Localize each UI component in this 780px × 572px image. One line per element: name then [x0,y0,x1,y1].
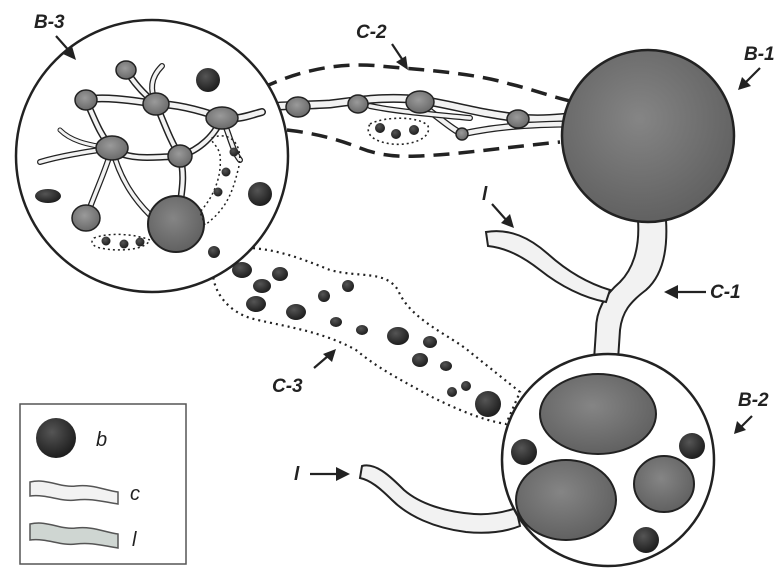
label-c3: C-3 [272,376,303,397]
legend-label-b: b [96,429,107,451]
label-c2: C-2 [356,22,387,43]
legend-swatch-b [36,418,76,458]
label-l-top: l [482,184,488,205]
b1-circle [562,50,734,222]
label-b2: B-2 [738,390,769,411]
label-l-bottom: l [294,464,300,485]
c2-channel [240,65,578,156]
arrow-b2 [734,416,752,434]
legend-label-l: l [132,529,137,551]
l-tube-top [486,231,610,302]
l-tube-bottom [360,465,520,532]
arrow-c3 [314,349,336,368]
arrow-l-top [492,204,514,228]
arrow-c1 [664,285,706,299]
label-c1: C-1 [710,282,741,303]
arrow-b1 [738,68,760,90]
arrow-l-bottom [310,467,350,481]
b2-circle [502,354,714,566]
b3-circle [16,20,288,292]
label-b3: B-3 [34,12,65,33]
legend-label-c: c [130,483,140,505]
legend: b c l [20,404,186,564]
label-b1: B-1 [744,44,775,65]
c3-region [213,248,520,424]
